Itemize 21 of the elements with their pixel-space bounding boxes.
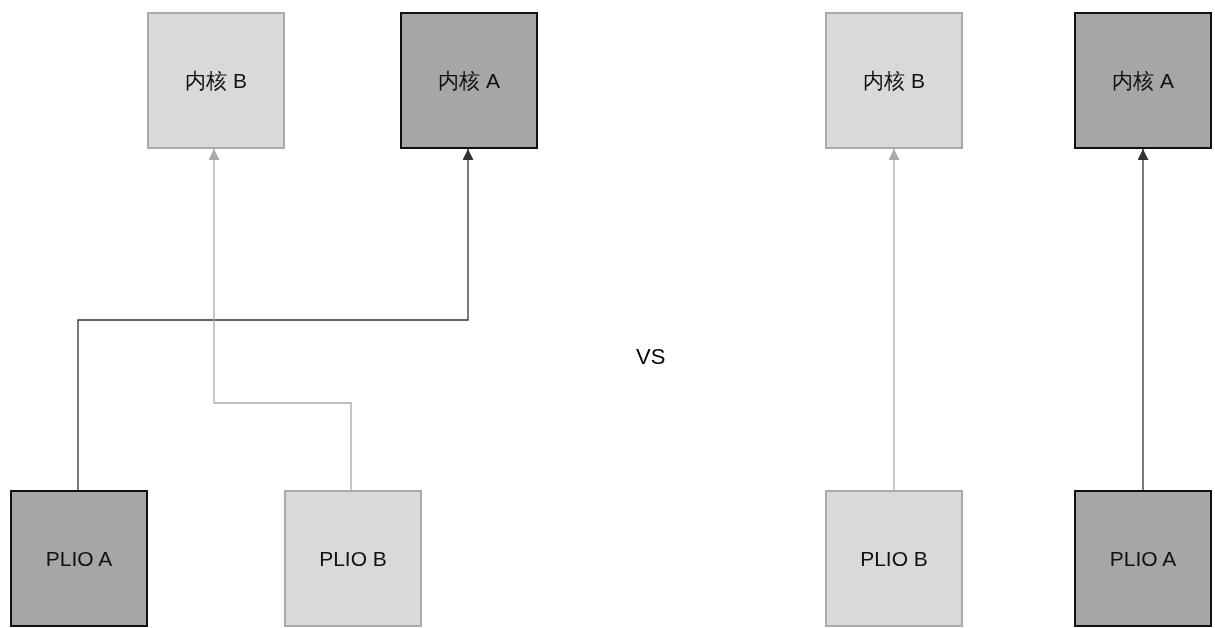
arrow [1137,148,1149,491]
process-box [825,12,963,149]
box-label: PLIO B [319,546,387,571]
box-label: PLIO B [860,546,928,571]
process-box [1074,490,1212,627]
process-box [1074,12,1212,149]
process-box [147,12,285,149]
process-box [284,490,422,627]
box-label: PLIO A [1109,546,1177,571]
box-label: 内核 B [185,67,247,94]
process-box [10,490,148,627]
arrow [888,148,900,491]
box-label: 内核 B [863,67,925,94]
box-label: 内核 A [1112,67,1174,94]
arrow [77,148,474,491]
process-box [400,12,538,149]
box-label: 内核 A [438,67,500,94]
box-label: PLIO A [45,546,113,571]
comparison-label: VS [636,344,666,370]
process-box [825,490,963,627]
arrow [208,148,352,491]
